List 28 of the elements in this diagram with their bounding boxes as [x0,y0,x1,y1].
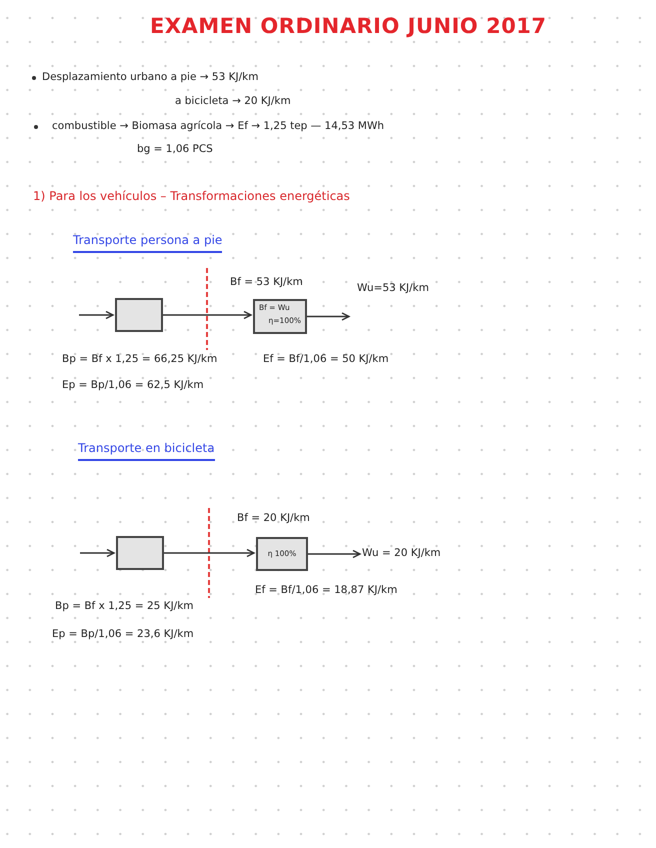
equation-text: Ef = Bf/1,06 = 50 KJ/km [263,353,389,366]
arrow [164,548,255,558]
value-label: Wu = 20 KJ/km [362,547,441,560]
value-label: Wu=53 KJ/km [357,282,429,294]
note-text: combustible → Biomasa agrícola → Ef → 1,25 tep — 14,53 MWh [52,120,384,132]
process-box [256,537,308,571]
note-text: Desplazamiento urbano a pie → 53 KJ/km [42,71,258,84]
arrow [80,548,115,558]
equation-text: Ep = Bp/1,06 = 62,5 KJ/km [62,379,204,392]
section-heading: 1) Para los vehículos – Transformaciones energéticas [33,190,350,204]
note-text: bg = 1,06 PCS [137,143,213,156]
subsection-heading: Transporte persona a pie [73,234,222,253]
arrow [307,312,350,321]
page-title: EXAMEN ORDINARIO JUNIO 2017 [150,14,547,38]
process-box [116,536,164,570]
subsection-heading: Transporte en bicicleta [78,442,215,461]
equation-text: Bp = Bf x 1,25 = 25 KJ/km [55,600,194,612]
arrow [308,550,361,558]
value-label: Bf = 53 KJ/km [230,276,303,288]
equation-text: Ep = Bp/1,06 = 23,6 KJ/km [52,628,194,640]
process-box [253,299,307,334]
note-text: a bicicleta → 20 KJ/km [175,95,291,108]
equation-text: Ef = Bf/1,06 = 18,87 KJ/km [255,584,398,596]
arrow [163,310,252,320]
process-box [115,298,163,332]
equation-text: Bp = Bf x 1,25 = 66,25 KJ/km [62,353,218,366]
arrow [79,310,114,320]
value-label: Bf = 20 KJ/km [237,512,310,524]
